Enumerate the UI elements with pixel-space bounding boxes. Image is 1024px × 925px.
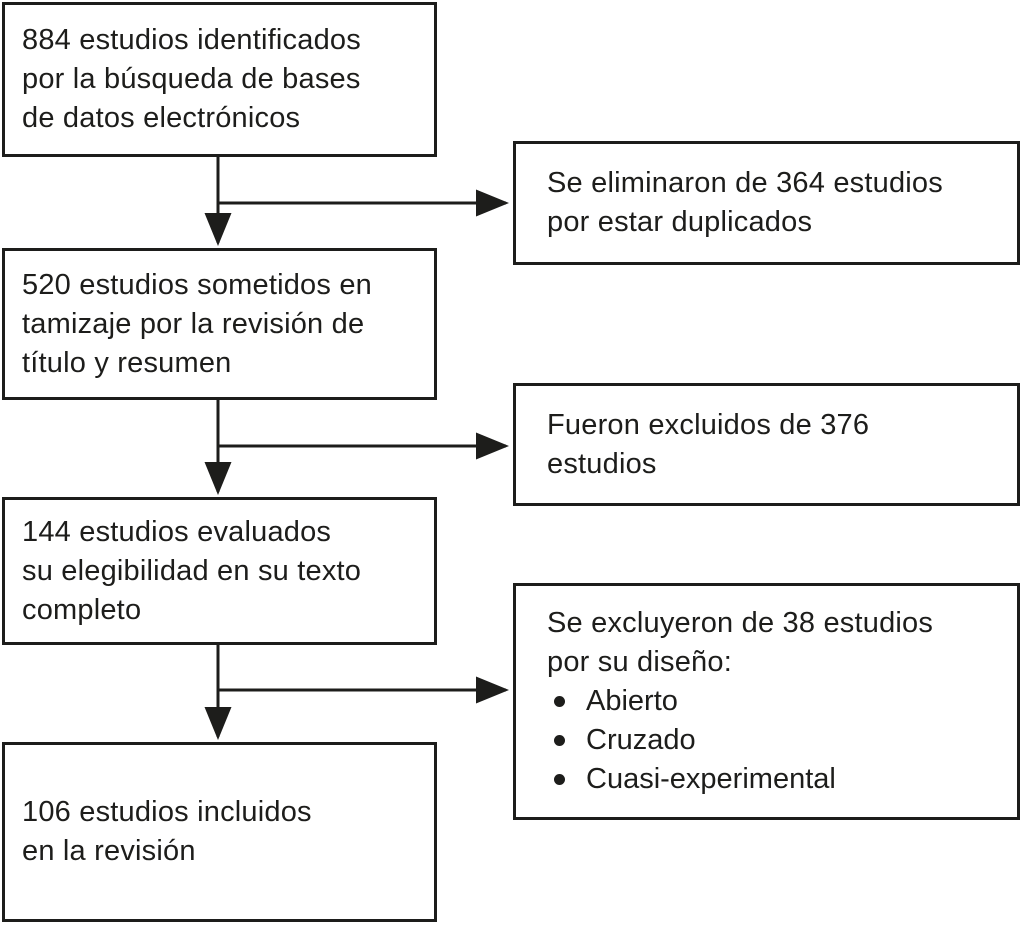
bullet-icon (554, 774, 565, 785)
list-item: Abierto (547, 682, 1007, 721)
box-studies-included: 106 estudios incluidos en la revisión (2, 742, 437, 922)
excluded-design-reason-list: Abierto Cruzado Cuasi-experimental (547, 682, 1007, 799)
bullet-icon (554, 696, 565, 707)
duplicates-removed-text: Se eliminaron de 364 estudios por estar … (547, 167, 943, 238)
box-studies-eligibility: 144 estudios evaluados su elegibilidad e… (2, 497, 437, 645)
reason-label: Abierto (586, 685, 678, 717)
box-studies-screened: 520 estudios sometidos en tamizaje por l… (2, 248, 437, 400)
reason-label: Cruzado (586, 724, 696, 756)
excluded-design-title: Se excluyeron de 38 estudios por su dise… (547, 607, 934, 678)
box-studies-identified: 884 estudios identificados por la búsque… (2, 2, 437, 157)
list-item: Cuasi-experimental (547, 760, 1007, 799)
excluded-screening-text: Fueron excluidos de 376 estudios (547, 408, 870, 480)
box-duplicates-removed: Se eliminaron de 364 estudios por estar … (513, 141, 1020, 265)
studies-identified-text: 884 estudios identificados por la búsque… (22, 24, 361, 134)
bullet-icon (554, 735, 565, 746)
studies-eligibility-text: 144 estudios evaluados su elegibilidad e… (22, 515, 362, 626)
box-excluded-design: Se excluyeron de 38 estudios por su dise… (513, 583, 1020, 820)
studies-screened-text: 520 estudios sometidos en tamizaje por l… (22, 268, 372, 379)
list-item: Cruzado (547, 721, 1007, 760)
box-excluded-screening: Fueron excluidos de 376 estudios (513, 383, 1020, 506)
studies-included-text: 106 estudios incluidos en la revisión (22, 796, 312, 867)
reason-label: Cuasi-experimental (586, 763, 836, 795)
